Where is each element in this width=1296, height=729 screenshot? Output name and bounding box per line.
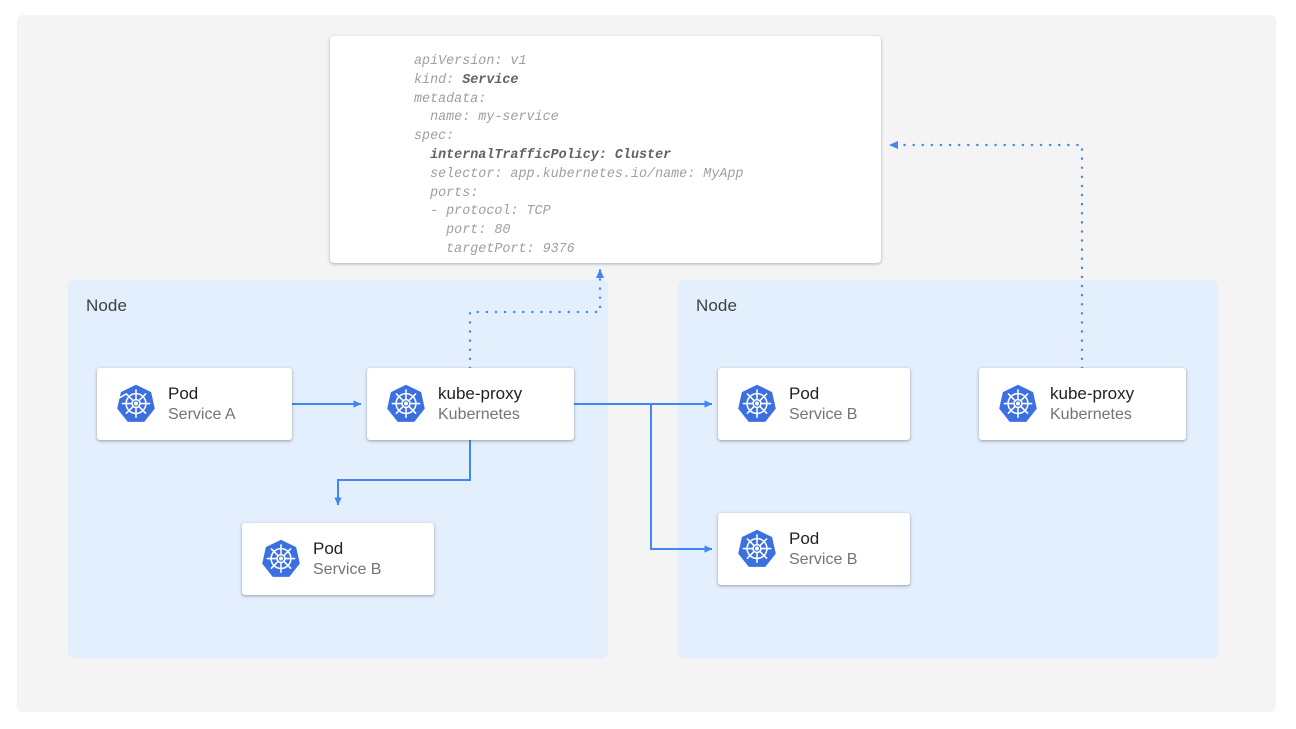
kubernetes-icon	[384, 382, 428, 426]
card-text: kube-proxy Kubernetes	[438, 384, 522, 424]
card-text: Pod Service A	[168, 384, 236, 424]
node-label: Node	[86, 296, 128, 315]
service-manifest-code: apiVersion: v1 kind: Service metadata: n…	[414, 54, 744, 257]
card-pod-service-b-left[interactable]: Pod Service B	[242, 523, 434, 595]
kubernetes-icon	[735, 527, 779, 571]
node-group-right: Node	[678, 280, 1218, 658]
card-title: Pod	[313, 538, 344, 558]
node-label: Node	[696, 296, 738, 315]
card-title: kube-proxy	[438, 383, 523, 403]
card-text: Pod Service B	[789, 384, 857, 424]
service-manifest-panel: apiVersion: v1 kind: Service metadata: n…	[330, 36, 881, 263]
kubernetes-icon	[996, 382, 1040, 426]
card-subtitle: Kubernetes	[438, 405, 520, 423]
card-pod-service-b-right-bottom[interactable]: Pod Service B	[718, 513, 910, 585]
card-subtitle: Service B	[313, 560, 382, 578]
card-text: Pod Service B	[313, 539, 381, 579]
card-kube-proxy-left[interactable]: kube-proxy Kubernetes	[367, 368, 574, 440]
card-title: Pod	[789, 528, 820, 548]
card-pod-service-a[interactable]: Pod Service A	[97, 368, 292, 440]
card-subtitle: Service B	[789, 550, 858, 568]
card-title: kube-proxy	[1050, 383, 1135, 403]
card-kube-proxy-right[interactable]: kube-proxy Kubernetes	[979, 368, 1186, 440]
card-text: Pod Service B	[789, 529, 857, 569]
card-subtitle: Service A	[168, 405, 236, 423]
card-subtitle: Kubernetes	[1050, 405, 1132, 423]
card-pod-service-b-right-top[interactable]: Pod Service B	[718, 368, 910, 440]
kubernetes-icon	[735, 382, 779, 426]
kubernetes-icon	[259, 537, 303, 581]
card-title: Pod	[789, 383, 820, 403]
card-title: Pod	[168, 383, 199, 403]
card-text: kube-proxy Kubernetes	[1050, 384, 1134, 424]
card-subtitle: Service B	[789, 405, 858, 423]
node-group-left: Node	[68, 280, 608, 658]
kubernetes-icon	[114, 382, 158, 426]
